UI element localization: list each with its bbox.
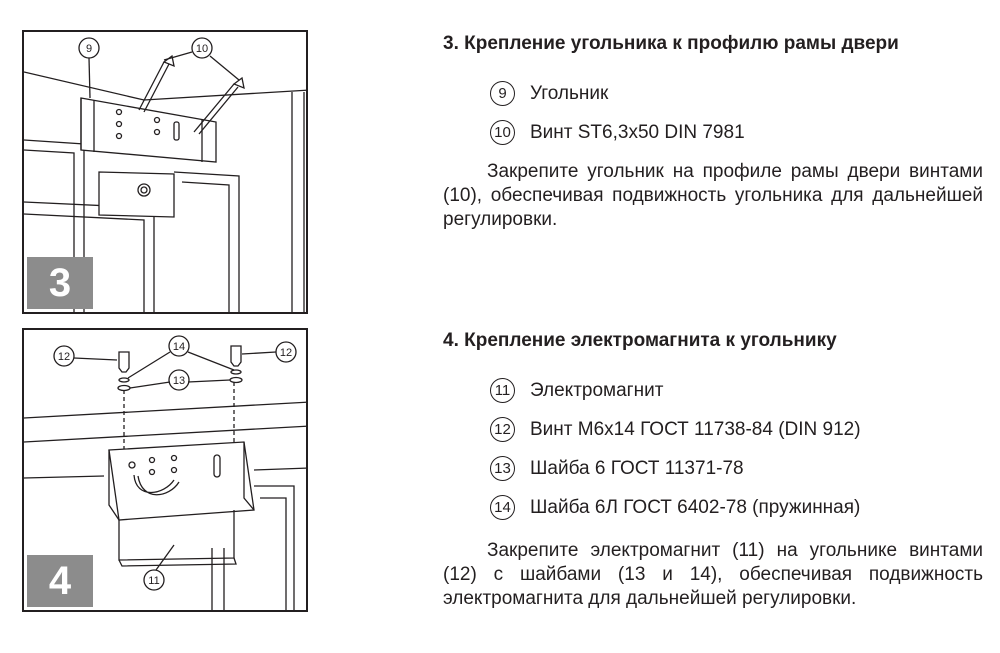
- part-label: Шайба 6Л ГОСТ 6402-78 (пружинная): [530, 496, 861, 518]
- section-step-4: 4. Крепление электромагнита к угольнику …: [443, 329, 983, 611]
- part-label: Электромагнит: [530, 379, 664, 401]
- bracket-mounting-illustration: 9 10: [24, 37, 306, 312]
- part-number: 12: [490, 417, 515, 442]
- instruction-paragraph: Закрепите электромагнит (11) на угольник…: [443, 540, 983, 609]
- electromagnet-mounting-illustration: 12 14 12 13 11: [24, 335, 306, 610]
- section-step-3: 3. Крепление угольника к профилю рамы дв…: [443, 32, 983, 232]
- part-item: 14 Шайба 6Л ГОСТ 6402-78 (пружинная): [490, 488, 983, 527]
- step-badge: 4: [27, 555, 93, 607]
- callout-13: 13: [173, 375, 185, 387]
- part-item: 12 Винт М6x14 ГОСТ 11738-84 (DIN 912): [490, 410, 983, 449]
- part-label: Винт М6x14 ГОСТ 11738-84 (DIN 912): [530, 418, 861, 440]
- part-item: 13 Шайба 6 ГОСТ 11371-78: [490, 449, 983, 488]
- callout-9: 9: [86, 43, 92, 55]
- step-badge: 3: [27, 257, 93, 309]
- figure-step-3: 9 10 3: [22, 30, 308, 314]
- section-heading: 4. Крепление электромагнита к угольнику: [443, 330, 837, 351]
- callout-11: 11: [148, 575, 159, 587]
- callout-12-left: 12: [58, 351, 70, 363]
- figure-step-4: 12 14 12 13 11 4: [22, 328, 308, 612]
- section-heading: 3. Крепление угольника к профилю рамы дв…: [443, 33, 899, 54]
- instruction-paragraph: Закрепите угольник на профиле рамы двери…: [443, 161, 983, 230]
- part-number: 9: [490, 81, 515, 106]
- part-item: 11 Электромагнит: [490, 371, 983, 410]
- callout-14: 14: [173, 341, 185, 353]
- part-label: Винт ST6,3x50 DIN 7981: [530, 121, 745, 143]
- part-number: 13: [490, 456, 515, 481]
- callout-12-right: 12: [280, 347, 292, 359]
- part-item: 10 Винт ST6,3x50 DIN 7981: [490, 113, 983, 152]
- part-label: Шайба 6 ГОСТ 11371-78: [530, 457, 744, 479]
- part-item: 9 Угольник: [490, 74, 983, 113]
- part-number: 10: [490, 120, 515, 145]
- part-number: 14: [490, 495, 515, 520]
- part-label: Угольник: [530, 82, 609, 104]
- callout-10: 10: [196, 43, 208, 55]
- part-number: 11: [490, 378, 515, 403]
